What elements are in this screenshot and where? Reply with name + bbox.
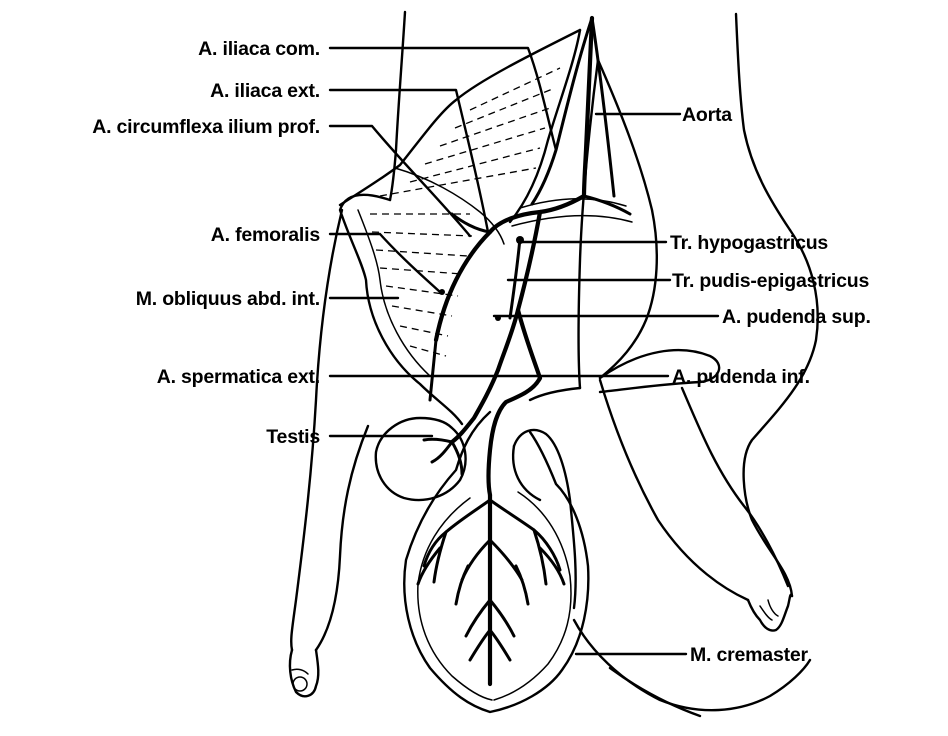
label-cremaster: M. cremaster bbox=[690, 644, 809, 666]
labels: A. iliaca com. A. iliaca ext. A. circumf… bbox=[92, 38, 870, 666]
label-pudenda-inf: A. pudenda inf. bbox=[672, 366, 810, 388]
body-outlines bbox=[290, 12, 818, 716]
leader-circumflexa bbox=[330, 126, 470, 236]
label-femoralis: A. femoralis bbox=[211, 224, 321, 246]
label-testis: Testis bbox=[266, 426, 320, 448]
label-circumflexa: A. circumflexa ilium prof. bbox=[92, 116, 320, 138]
leader-femoralis bbox=[330, 234, 440, 292]
label-iliaca-com: A. iliaca com. bbox=[198, 38, 320, 60]
label-iliaca-ext: A. iliaca ext. bbox=[210, 80, 320, 102]
label-pudis-epigastricus: Tr. pudis-epigastricus bbox=[672, 270, 870, 292]
label-pudenda-sup: A. pudenda sup. bbox=[722, 306, 871, 328]
label-hypogastricus: Tr. hypogastricus bbox=[670, 232, 828, 254]
label-aorta: Aorta bbox=[682, 104, 732, 126]
label-spermatica: A. spermatica ext. bbox=[157, 366, 320, 388]
arteries bbox=[418, 18, 630, 684]
leader-iliaca-ext bbox=[330, 90, 488, 232]
label-obliquus: M. obliquus abd. int. bbox=[136, 288, 320, 310]
